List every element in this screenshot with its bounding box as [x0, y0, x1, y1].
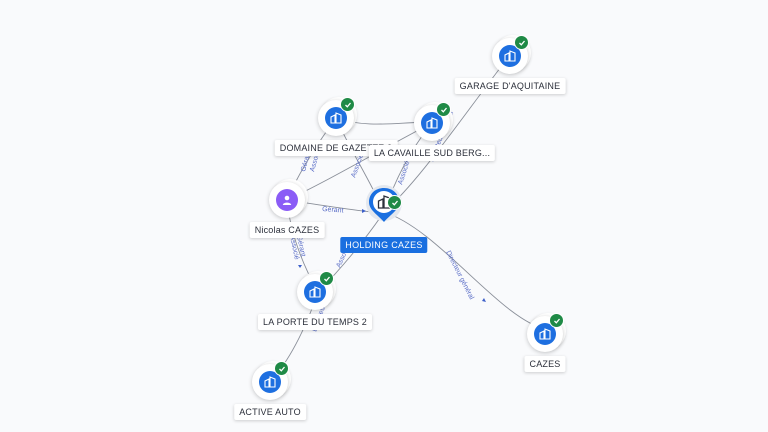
company-icon — [259, 371, 281, 393]
center-node-label[interactable]: HOLDING CAZES — [340, 237, 428, 253]
company-icon — [499, 45, 521, 67]
node-badge[interactable] — [414, 102, 451, 141]
edge-arrow — [362, 209, 366, 213]
company-icon — [534, 323, 556, 345]
edge-center-cazes — [383, 211, 549, 331]
node-label[interactable]: LA PORTE DU TEMPS 2 — [258, 314, 372, 330]
node-badge[interactable] — [252, 361, 289, 400]
verified-check-icon — [549, 313, 564, 328]
edge-label-associe-cavaille: Associé — [397, 160, 411, 186]
node-label[interactable]: Nicolas CAZES — [249, 222, 325, 238]
node-badge[interactable] — [269, 182, 305, 218]
edge-arrow — [482, 298, 486, 302]
verified-check-icon — [274, 361, 289, 376]
edge-label-gerant-porte: Gérant — [295, 235, 306, 257]
company-icon — [325, 107, 347, 129]
edge-arrow — [298, 265, 302, 268]
verified-check-icon — [436, 102, 451, 117]
edge-label-gerant-center: Gérant — [322, 206, 344, 214]
node-label[interactable]: CAZES — [524, 356, 566, 372]
node-label[interactable]: GARAGE D'AQUITAINE — [454, 78, 566, 94]
company-icon — [304, 281, 326, 303]
verified-check-icon — [340, 97, 355, 112]
node-label[interactable]: DOMAINE DE GAZETTE 2 — [274, 140, 398, 156]
verified-check-icon — [319, 271, 334, 286]
verified-check-icon — [514, 35, 529, 50]
node-badge[interactable] — [492, 35, 529, 74]
person-icon — [276, 189, 298, 211]
edge-label-associe-porte: Associé — [288, 235, 300, 261]
node-label[interactable]: LA CAVAILLE SUD BERG... — [368, 145, 496, 161]
node-badge[interactable] — [527, 313, 564, 352]
verified-check-icon — [387, 195, 402, 210]
node-badge[interactable] — [297, 271, 334, 310]
node-label[interactable]: ACTIVE AUTO — [234, 404, 306, 420]
company-icon — [421, 112, 443, 134]
node-badge[interactable] — [318, 97, 355, 136]
